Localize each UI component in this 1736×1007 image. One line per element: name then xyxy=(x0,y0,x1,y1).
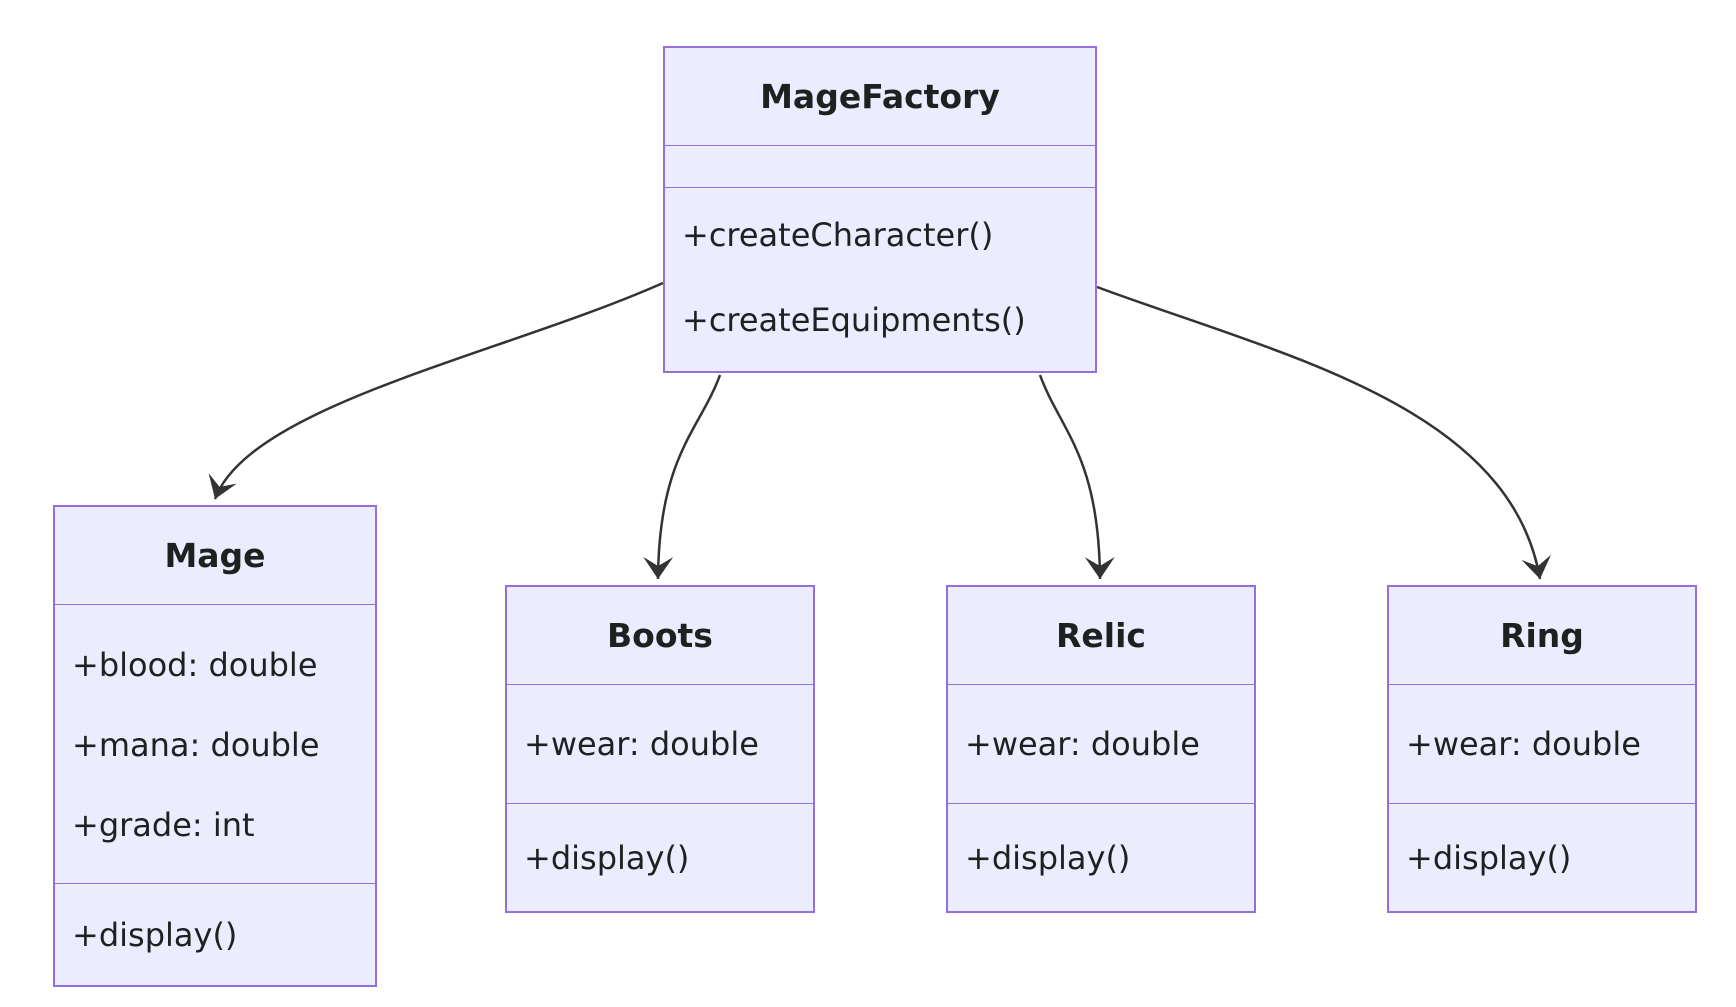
class-box-ring: Ring +wear: double +display() xyxy=(1387,585,1697,913)
class-method: +createEquipments() xyxy=(682,300,1026,339)
class-attribute: +wear: double xyxy=(524,725,759,763)
class-method: +display() xyxy=(72,915,238,954)
class-box-relic: Relic +wear: double +display() xyxy=(946,585,1256,913)
class-title: Boots xyxy=(507,587,813,685)
edge-magefactory-to-mage xyxy=(208,281,664,500)
class-attributes-empty xyxy=(665,146,1095,187)
class-box-boots: Boots +wear: double +display() xyxy=(505,585,815,913)
edge-magefactory-to-relic xyxy=(1038,374,1115,580)
class-method: +display() xyxy=(524,838,690,877)
class-title: Relic xyxy=(948,587,1254,685)
class-method: +createCharacter() xyxy=(682,215,994,254)
class-title: MageFactory xyxy=(665,48,1095,146)
class-attributes: +wear: double xyxy=(948,685,1254,803)
class-methods: +display() xyxy=(1389,803,1695,911)
class-attributes: +wear: double xyxy=(1389,685,1695,803)
class-methods: +display() xyxy=(948,803,1254,911)
class-box-magefactory: MageFactory +createCharacter() +createEq… xyxy=(663,46,1097,373)
class-box-mage: Mage +blood: double +mana: double +grade… xyxy=(53,505,377,987)
class-attribute: +mana: double xyxy=(72,726,320,764)
class-attributes: +blood: double +mana: double +grade: int xyxy=(55,605,375,883)
class-attributes: +wear: double xyxy=(507,685,813,803)
class-attribute: +blood: double xyxy=(72,646,318,684)
class-method: +display() xyxy=(965,838,1131,877)
class-title: Mage xyxy=(55,507,375,605)
class-title: Ring xyxy=(1389,587,1695,685)
edge-magefactory-to-ring xyxy=(1096,285,1552,580)
edge-magefactory-to-boots xyxy=(643,374,722,580)
class-attribute: +grade: int xyxy=(72,806,255,844)
class-methods: +display() xyxy=(507,803,813,911)
class-method: +display() xyxy=(1406,838,1572,877)
class-methods: +display() xyxy=(55,883,375,985)
class-attribute: +wear: double xyxy=(965,725,1200,763)
class-methods: +createCharacter() +createEquipments() xyxy=(665,187,1095,371)
class-attribute: +wear: double xyxy=(1406,725,1641,763)
